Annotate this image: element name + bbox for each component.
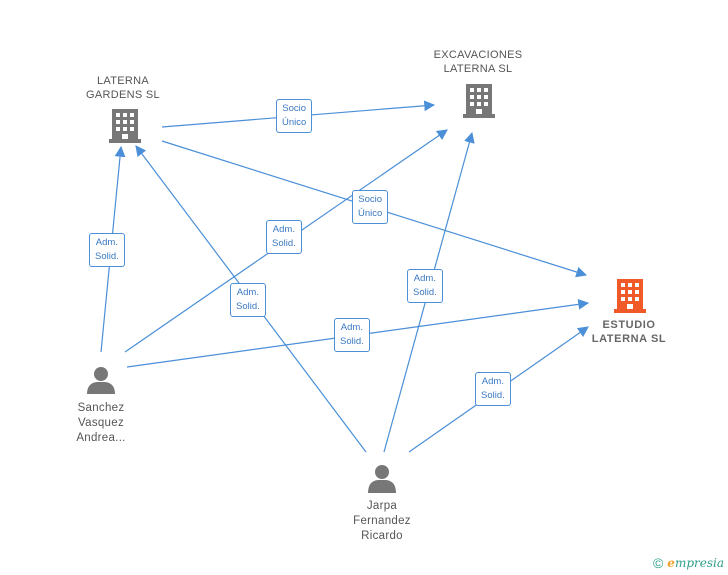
- building-icon[interactable]: [109, 109, 141, 143]
- edge-label-adm-solid: Adm. Solid.: [89, 233, 125, 267]
- company-label-excavaciones[interactable]: EXCAVACIONES LATERNA SL: [433, 49, 523, 75]
- company-label-laterna-gardens[interactable]: LATERNA GARDENS SL: [86, 75, 160, 101]
- edge-label-adm-solid: Adm. Solid.: [266, 220, 302, 254]
- edge-label-socio-unico: Socio Único: [352, 190, 389, 224]
- brand-logo: empresia: [667, 556, 724, 570]
- edge-label-socio-unico: Socio Único: [276, 99, 313, 133]
- person-label-sanchez[interactable]: Sanchez Vasquez Andrea...: [76, 402, 126, 444]
- edge-label-adm-solid: Adm. Solid.: [334, 318, 370, 352]
- person-icon[interactable]: [368, 465, 396, 493]
- building-icon[interactable]: [463, 84, 495, 118]
- edge-label-adm-solid: Adm. Solid.: [475, 372, 511, 406]
- brand-footer[interactable]: © empresia: [653, 555, 724, 571]
- edge-label-adm-solid: Adm. Solid.: [230, 283, 266, 317]
- person-icon[interactable]: [87, 367, 115, 394]
- edge-label-adm-solid: Adm. Solid.: [407, 269, 443, 303]
- building-icon-focus[interactable]: [614, 279, 646, 313]
- copyright-icon: ©: [652, 555, 664, 571]
- person-label-jarpa[interactable]: Jarpa Fernandez Ricardo: [353, 500, 411, 542]
- company-label-estudio[interactable]: ESTUDIO LATERNA SL: [591, 319, 667, 345]
